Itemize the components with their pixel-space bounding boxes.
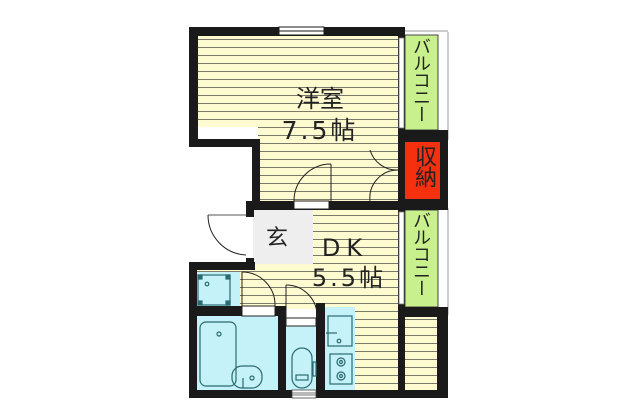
entrance-label: 玄	[265, 226, 288, 251]
windows	[278, 26, 405, 399]
balcony-lower-label: バルコニー	[410, 211, 431, 296]
western-room-name: 洋室	[296, 85, 344, 113]
toilet-room	[286, 325, 316, 390]
sink	[327, 315, 353, 347]
western-room-size: 7.5帖	[281, 116, 359, 145]
washer-space	[196, 272, 240, 306]
dk-room-size: 5.5帖	[311, 264, 387, 292]
balcony-lower	[404, 209, 439, 308]
doors	[207, 149, 399, 327]
entrance-floor	[253, 209, 313, 264]
storage	[405, 142, 443, 200]
bathroom	[196, 316, 278, 390]
stove	[329, 353, 353, 385]
storage-label: 収納	[411, 145, 436, 187]
washer-pan	[197, 274, 231, 306]
toilet	[291, 347, 313, 389]
fixtures	[197, 274, 353, 389]
dk-room-name: DK	[321, 234, 369, 262]
balcony-upper-label: バルコニー	[410, 37, 431, 122]
wash-basin	[231, 365, 263, 389]
bathtub	[199, 321, 237, 387]
